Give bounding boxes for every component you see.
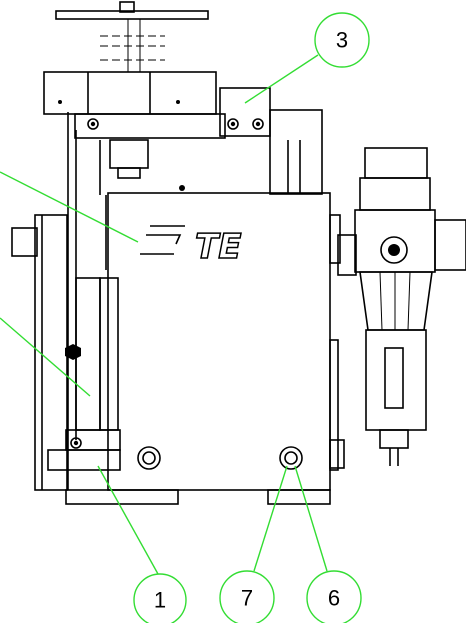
te-logo: TE xyxy=(140,225,242,268)
top-clamp-block xyxy=(43,71,226,139)
leader-to-rail xyxy=(0,317,91,397)
leader-3 xyxy=(244,54,319,104)
callout-3-label: 3 xyxy=(336,28,348,53)
leader-6 xyxy=(294,465,328,572)
callout-1: 1 xyxy=(133,573,187,623)
front-bolts xyxy=(137,446,303,470)
main-housing xyxy=(107,192,345,491)
top-handwheel xyxy=(55,1,209,72)
air-regulator xyxy=(337,147,466,466)
leader-lines xyxy=(0,54,328,575)
callout-1-label: 1 xyxy=(154,588,166,613)
callout-7-label: 7 xyxy=(241,586,253,611)
slide-rail xyxy=(65,277,119,431)
callout-6: 6 xyxy=(306,570,362,623)
leader-7 xyxy=(253,465,288,572)
center-stud xyxy=(109,139,185,191)
callout-7: 7 xyxy=(219,570,275,623)
left-frame xyxy=(11,112,107,491)
right-bracket xyxy=(219,87,323,195)
callout-3: 3 xyxy=(314,12,370,68)
leader-1 xyxy=(97,465,159,575)
callout-6-label: 6 xyxy=(328,586,340,611)
base-plate xyxy=(47,429,331,505)
brand-logo-text: TE xyxy=(195,227,241,267)
leader-to-logo xyxy=(0,171,139,243)
